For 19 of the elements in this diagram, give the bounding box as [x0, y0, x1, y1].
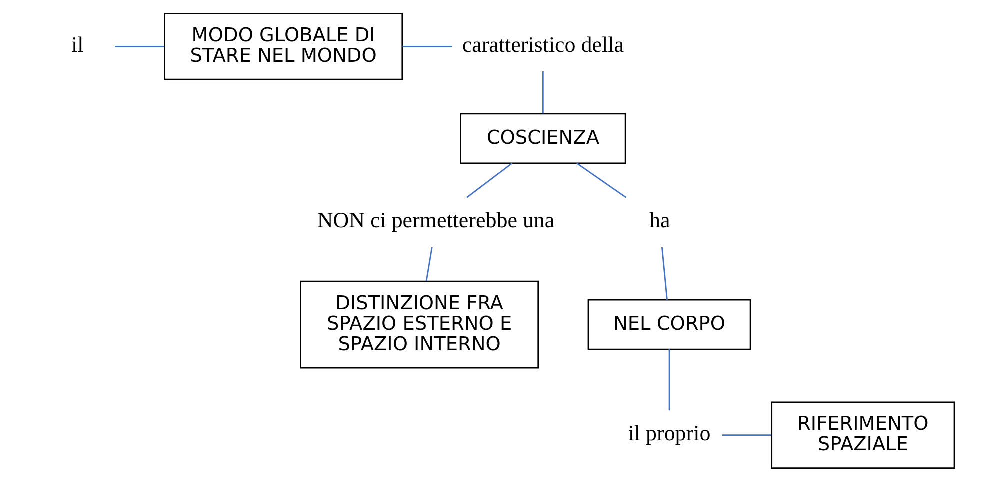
connector [426, 247, 433, 282]
node-text: NON ci permetterebbe una [317, 208, 555, 233]
node-box: COSCIENZA [460, 113, 626, 164]
node-box: MODO GLOBALE DI STARE NEL MONDO [164, 13, 404, 80]
node-box: RIFERIMENTO SPAZIALE [771, 402, 956, 469]
connector [576, 162, 627, 198]
connector [466, 162, 513, 198]
node-text: il proprio [628, 420, 711, 446]
connector [722, 434, 772, 436]
connector [542, 72, 544, 114]
connector [662, 247, 668, 300]
node-text: caratteristico della [462, 32, 624, 57]
connector [115, 46, 164, 48]
node-text: ha [650, 208, 670, 233]
connector [668, 350, 670, 411]
node-box: NEL CORPO [588, 299, 752, 350]
connector [402, 46, 452, 48]
node-text: il [71, 32, 84, 57]
node-box: DISTINZIONE FRA SPAZIO ESTERNO E SPAZIO INTERNO [300, 280, 540, 369]
